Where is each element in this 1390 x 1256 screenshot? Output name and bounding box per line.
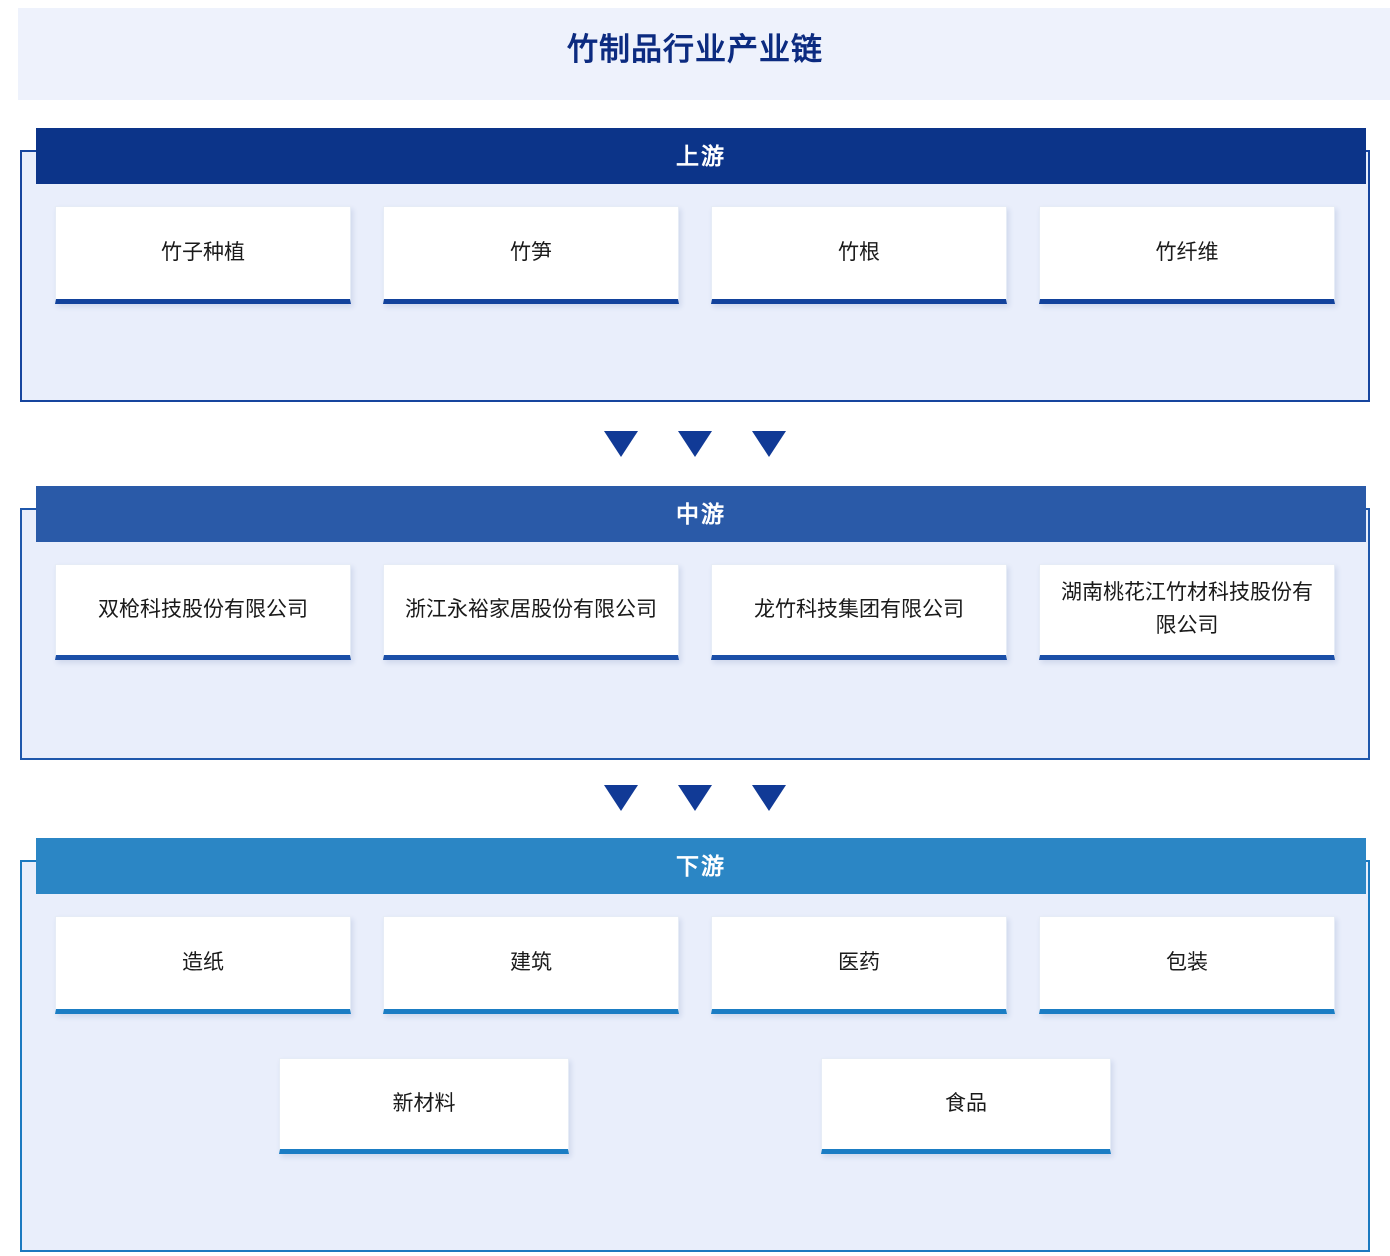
node-card[interactable]: 竹纤维: [1039, 206, 1335, 304]
node-card[interactable]: 造纸: [55, 916, 351, 1014]
stage-downstream-header: 下游: [36, 838, 1366, 894]
stage-upstream: 上游 竹子种植 竹笋 竹根 竹纤维: [20, 128, 1370, 402]
title-band: [18, 8, 1390, 100]
company-card[interactable]: 湖南桃花江竹材科技股份有限公司: [1039, 564, 1335, 660]
stage-downstream-body: 造纸 建筑 医药 包装 新材料 食品: [20, 916, 1370, 1252]
node-card[interactable]: 竹根: [711, 206, 1007, 304]
company-card[interactable]: 双枪科技股份有限公司: [55, 564, 351, 660]
arrow-down-icon: [752, 431, 786, 457]
stage-upstream-header: 上游: [36, 128, 1366, 184]
arrow-down-icon: [604, 785, 638, 811]
arrow-down-icon: [678, 785, 712, 811]
arrow-down-icon: [678, 431, 712, 457]
stage-midstream: 中游 双枪科技股份有限公司 浙江永裕家居股份有限公司 龙竹科技集团有限公司 湖南…: [20, 486, 1370, 760]
company-card[interactable]: 浙江永裕家居股份有限公司: [383, 564, 679, 660]
company-card[interactable]: 龙竹科技集团有限公司: [711, 564, 1007, 660]
stage-midstream-row: 双枪科技股份有限公司 浙江永裕家居股份有限公司 龙竹科技集团有限公司 湖南桃花江…: [20, 564, 1370, 660]
arrow-down-icon: [752, 785, 786, 811]
stage-downstream: 下游 造纸 建筑 医药 包装 新材料 食品: [20, 838, 1370, 1252]
stage-midstream-body: 双枪科技股份有限公司 浙江永裕家居股份有限公司 龙竹科技集团有限公司 湖南桃花江…: [20, 564, 1370, 760]
node-card[interactable]: 竹子种植: [55, 206, 351, 304]
node-card[interactable]: 包装: [1039, 916, 1335, 1014]
node-card[interactable]: 食品: [821, 1058, 1111, 1154]
stage-upstream-row: 竹子种植 竹笋 竹根 竹纤维: [20, 206, 1370, 304]
stage-downstream-row-1: 造纸 建筑 医药 包装: [20, 916, 1370, 1014]
stage-downstream-row-2: 新材料 食品: [20, 1058, 1370, 1154]
connector-midstream-to-downstream: [0, 778, 1390, 818]
stage-midstream-header: 中游: [36, 486, 1366, 542]
node-card[interactable]: 竹笋: [383, 206, 679, 304]
stage-upstream-body: 竹子种植 竹笋 竹根 竹纤维: [20, 206, 1370, 402]
connector-upstream-to-midstream: [0, 424, 1390, 464]
node-card[interactable]: 新材料: [279, 1058, 569, 1154]
page-title: 竹制品行业产业链: [567, 32, 823, 67]
node-card[interactable]: 建筑: [383, 916, 679, 1014]
node-card[interactable]: 医药: [711, 916, 1007, 1014]
arrow-down-icon: [604, 431, 638, 457]
